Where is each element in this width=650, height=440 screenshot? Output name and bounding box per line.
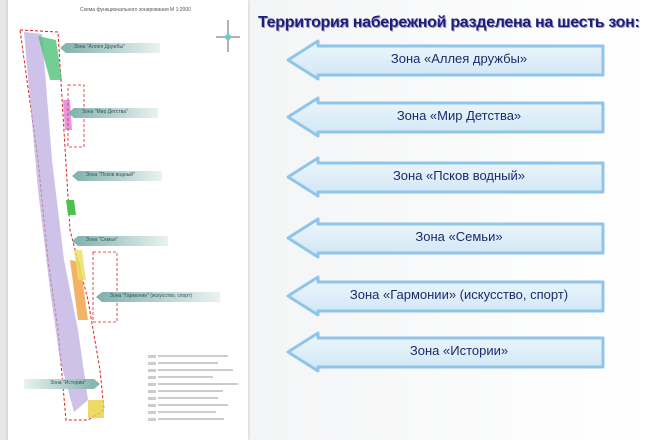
zone-label: Зона «Псков водный» (392, 168, 526, 183)
callout-label: Зона "Мир Детства" (82, 109, 128, 115)
left-arrow-icon (286, 156, 605, 198)
left-arrow-icon (286, 331, 605, 373)
callout-label: Зона "Гармонии" (искусство, спорт) (110, 293, 192, 299)
zone-label: Зона «Мир Детства» (396, 108, 522, 123)
zone-arrow: Зона «Мир Детства» (286, 96, 606, 138)
zone-label: Зона «Аллея дружбы» (390, 51, 528, 66)
map-title: Схема функционального зонирования М 1:20… (80, 7, 191, 13)
zone-label: Зона «Семьи» (415, 229, 503, 244)
map-callout: Зона "Семьи" (72, 236, 168, 246)
slide-heading: Территория набережной разделена на шесть… (258, 14, 640, 31)
zoning-map: Схема функционального зонирования М 1:20… (8, 0, 248, 440)
callout-label: Зона "Семьи" (86, 237, 118, 243)
map-callout: Зона "Гармонии" (искусство, спорт) (96, 292, 220, 302)
map-callout: Зона "Мир Детства" (68, 108, 158, 118)
left-arrow-icon (286, 275, 605, 317)
zone-label: Зона «Гармонии» (искусство, спорт) (349, 287, 569, 302)
map-callout: Зона "Псков водный" (72, 171, 162, 181)
callout-label: Зона "Истории" (50, 380, 86, 386)
map-callout: Зона "Аллея Дружбы" (60, 43, 160, 53)
zone-label: Зона «Истории» (409, 343, 509, 358)
zone-arrow: Зона «Аллея дружбы» (286, 39, 606, 81)
left-arrow-icon (286, 217, 605, 259)
zone-arrow: Зона «Гармонии» (искусство, спорт) (286, 275, 606, 317)
map-drawing (19, 20, 240, 421)
left-arrow-icon (286, 96, 605, 138)
callout-label: Зона "Псков водный" (86, 172, 135, 178)
zone-arrow: Зона «Псков водный» (286, 156, 606, 198)
zone-arrow: Зона «Семьи» (286, 217, 606, 259)
left-arrow-icon (286, 39, 605, 81)
map-callout: Зона "Истории" (24, 379, 100, 389)
zone-arrow: Зона «Истории» (286, 331, 606, 373)
callout-label: Зона "Аллея Дружбы" (74, 44, 125, 50)
